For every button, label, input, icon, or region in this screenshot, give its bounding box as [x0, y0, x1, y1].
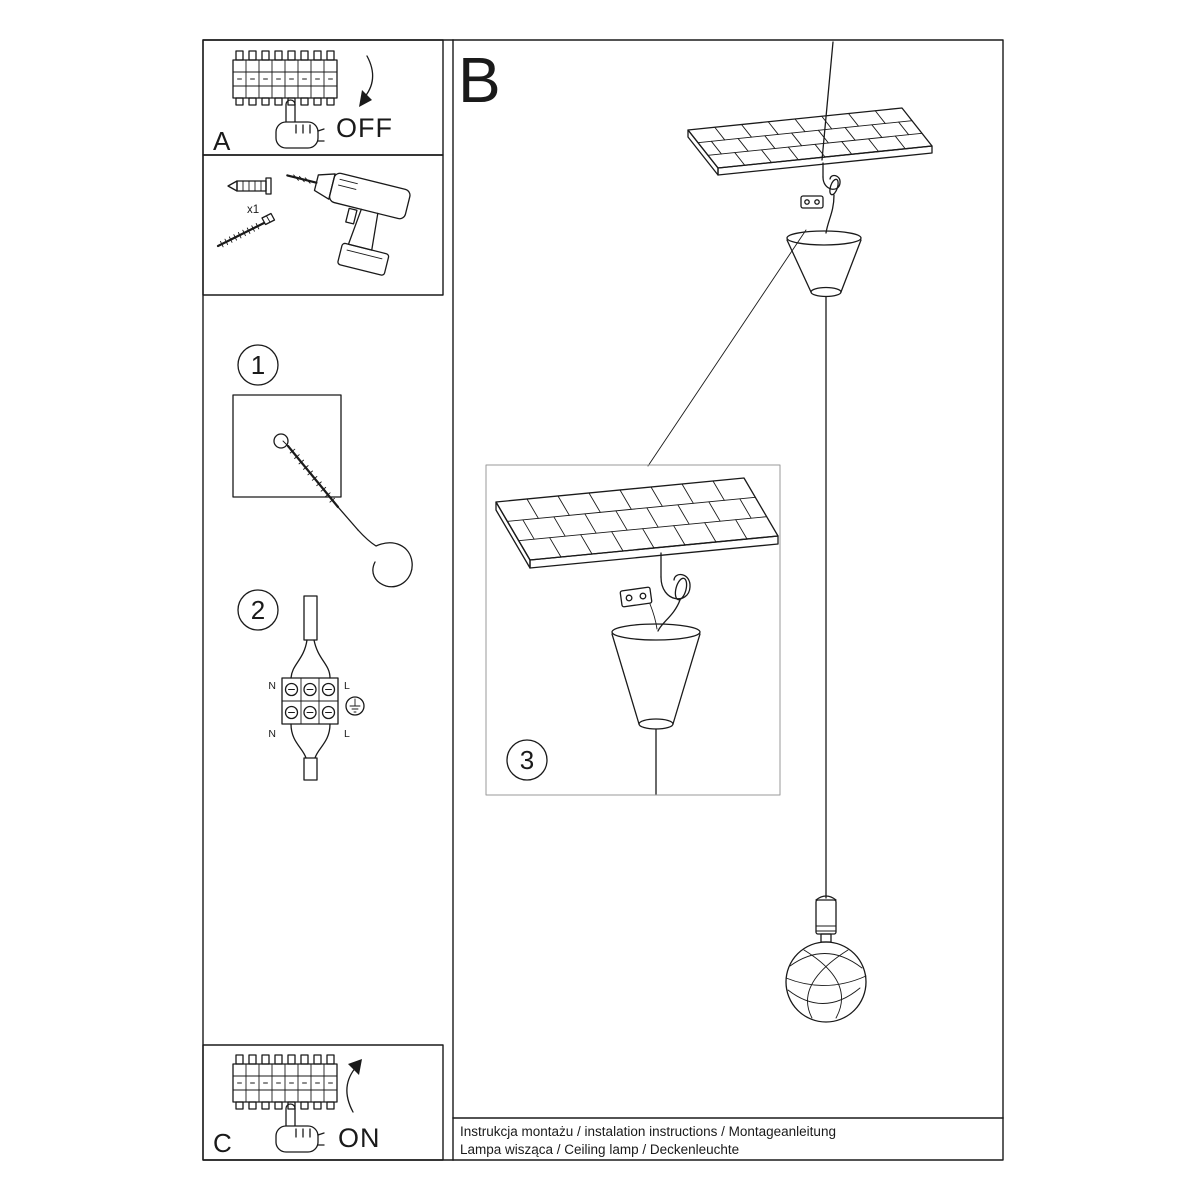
leader-line — [647, 229, 807, 467]
screw-icon — [216, 212, 276, 248]
wall-drawing — [232, 394, 342, 498]
inset-canopy-cone — [611, 623, 701, 730]
step-1-number: 1 — [251, 350, 265, 380]
inset-cord-upper — [657, 599, 681, 632]
inset-panel-left-edge — [495, 501, 531, 569]
inset-hook — [660, 552, 691, 601]
wiring-diagram: N L N L — [268, 595, 365, 781]
mains-cable — [821, 41, 834, 161]
footer-line-2: Lampa wisząca / Ceiling lamp / Deckenleu… — [460, 1142, 739, 1157]
step-3-number: 3 — [520, 745, 534, 775]
ceiling-hook-drawing — [282, 440, 413, 588]
step-2-badge — [237, 589, 279, 631]
page-border — [202, 39, 1004, 1161]
terminal-block — [281, 677, 339, 725]
decorative-bulb — [785, 941, 867, 1023]
wall-plug-icon — [227, 177, 272, 195]
section-c-box: C ON — [202, 1044, 444, 1161]
cable-bottom — [303, 757, 318, 781]
detail-inset: 3 — [485, 229, 807, 796]
dowel-qty-label: x1 — [247, 204, 259, 216]
ground-symbol-icon — [345, 696, 365, 716]
lamp-holder — [815, 895, 837, 943]
off-label: OFF — [336, 113, 393, 143]
section-a-box: A OFF — [202, 39, 444, 156]
inset-bracket — [619, 586, 653, 608]
on-arrow-icon — [346, 1065, 358, 1113]
wire-label-l-bottom: L — [344, 728, 350, 740]
hook-hardware — [800, 162, 841, 234]
breaker-panel-on-icon — [232, 1054, 338, 1110]
section-a-label: A — [213, 126, 231, 156]
step-2-number: 2 — [251, 595, 265, 625]
ceiling-panel-left-edge — [687, 129, 719, 176]
cable-top — [303, 595, 318, 641]
step-1-badge — [237, 344, 279, 386]
drill-hole-icon — [273, 433, 289, 449]
breaker-panel-off-icon — [232, 50, 338, 106]
on-label: ON — [338, 1123, 381, 1153]
step-2: 2 N L N L — [237, 589, 365, 781]
main-illustration — [687, 41, 933, 1023]
section-c-label: C — [213, 1128, 232, 1158]
step-1: 1 — [232, 344, 413, 588]
step-3-badge — [506, 739, 548, 781]
drill-icon — [286, 172, 411, 276]
ceiling-panel-front-edge — [717, 145, 933, 176]
wire-label-n-bottom: N — [268, 728, 276, 740]
footer-line-1: Instrukcja montażu / instalation instruc… — [460, 1124, 836, 1139]
pressing-hand-icon — [275, 99, 325, 149]
canopy-cone — [786, 230, 862, 298]
wire-label-l-top: L — [344, 680, 350, 692]
wire-label-n-top: N — [268, 680, 276, 692]
section-b-label: B — [458, 44, 501, 116]
tools-box: x1 — [202, 154, 444, 296]
pressing-hand-icon — [275, 1103, 325, 1153]
inset-box — [485, 464, 781, 796]
inset-panel-front-edge — [529, 535, 779, 569]
